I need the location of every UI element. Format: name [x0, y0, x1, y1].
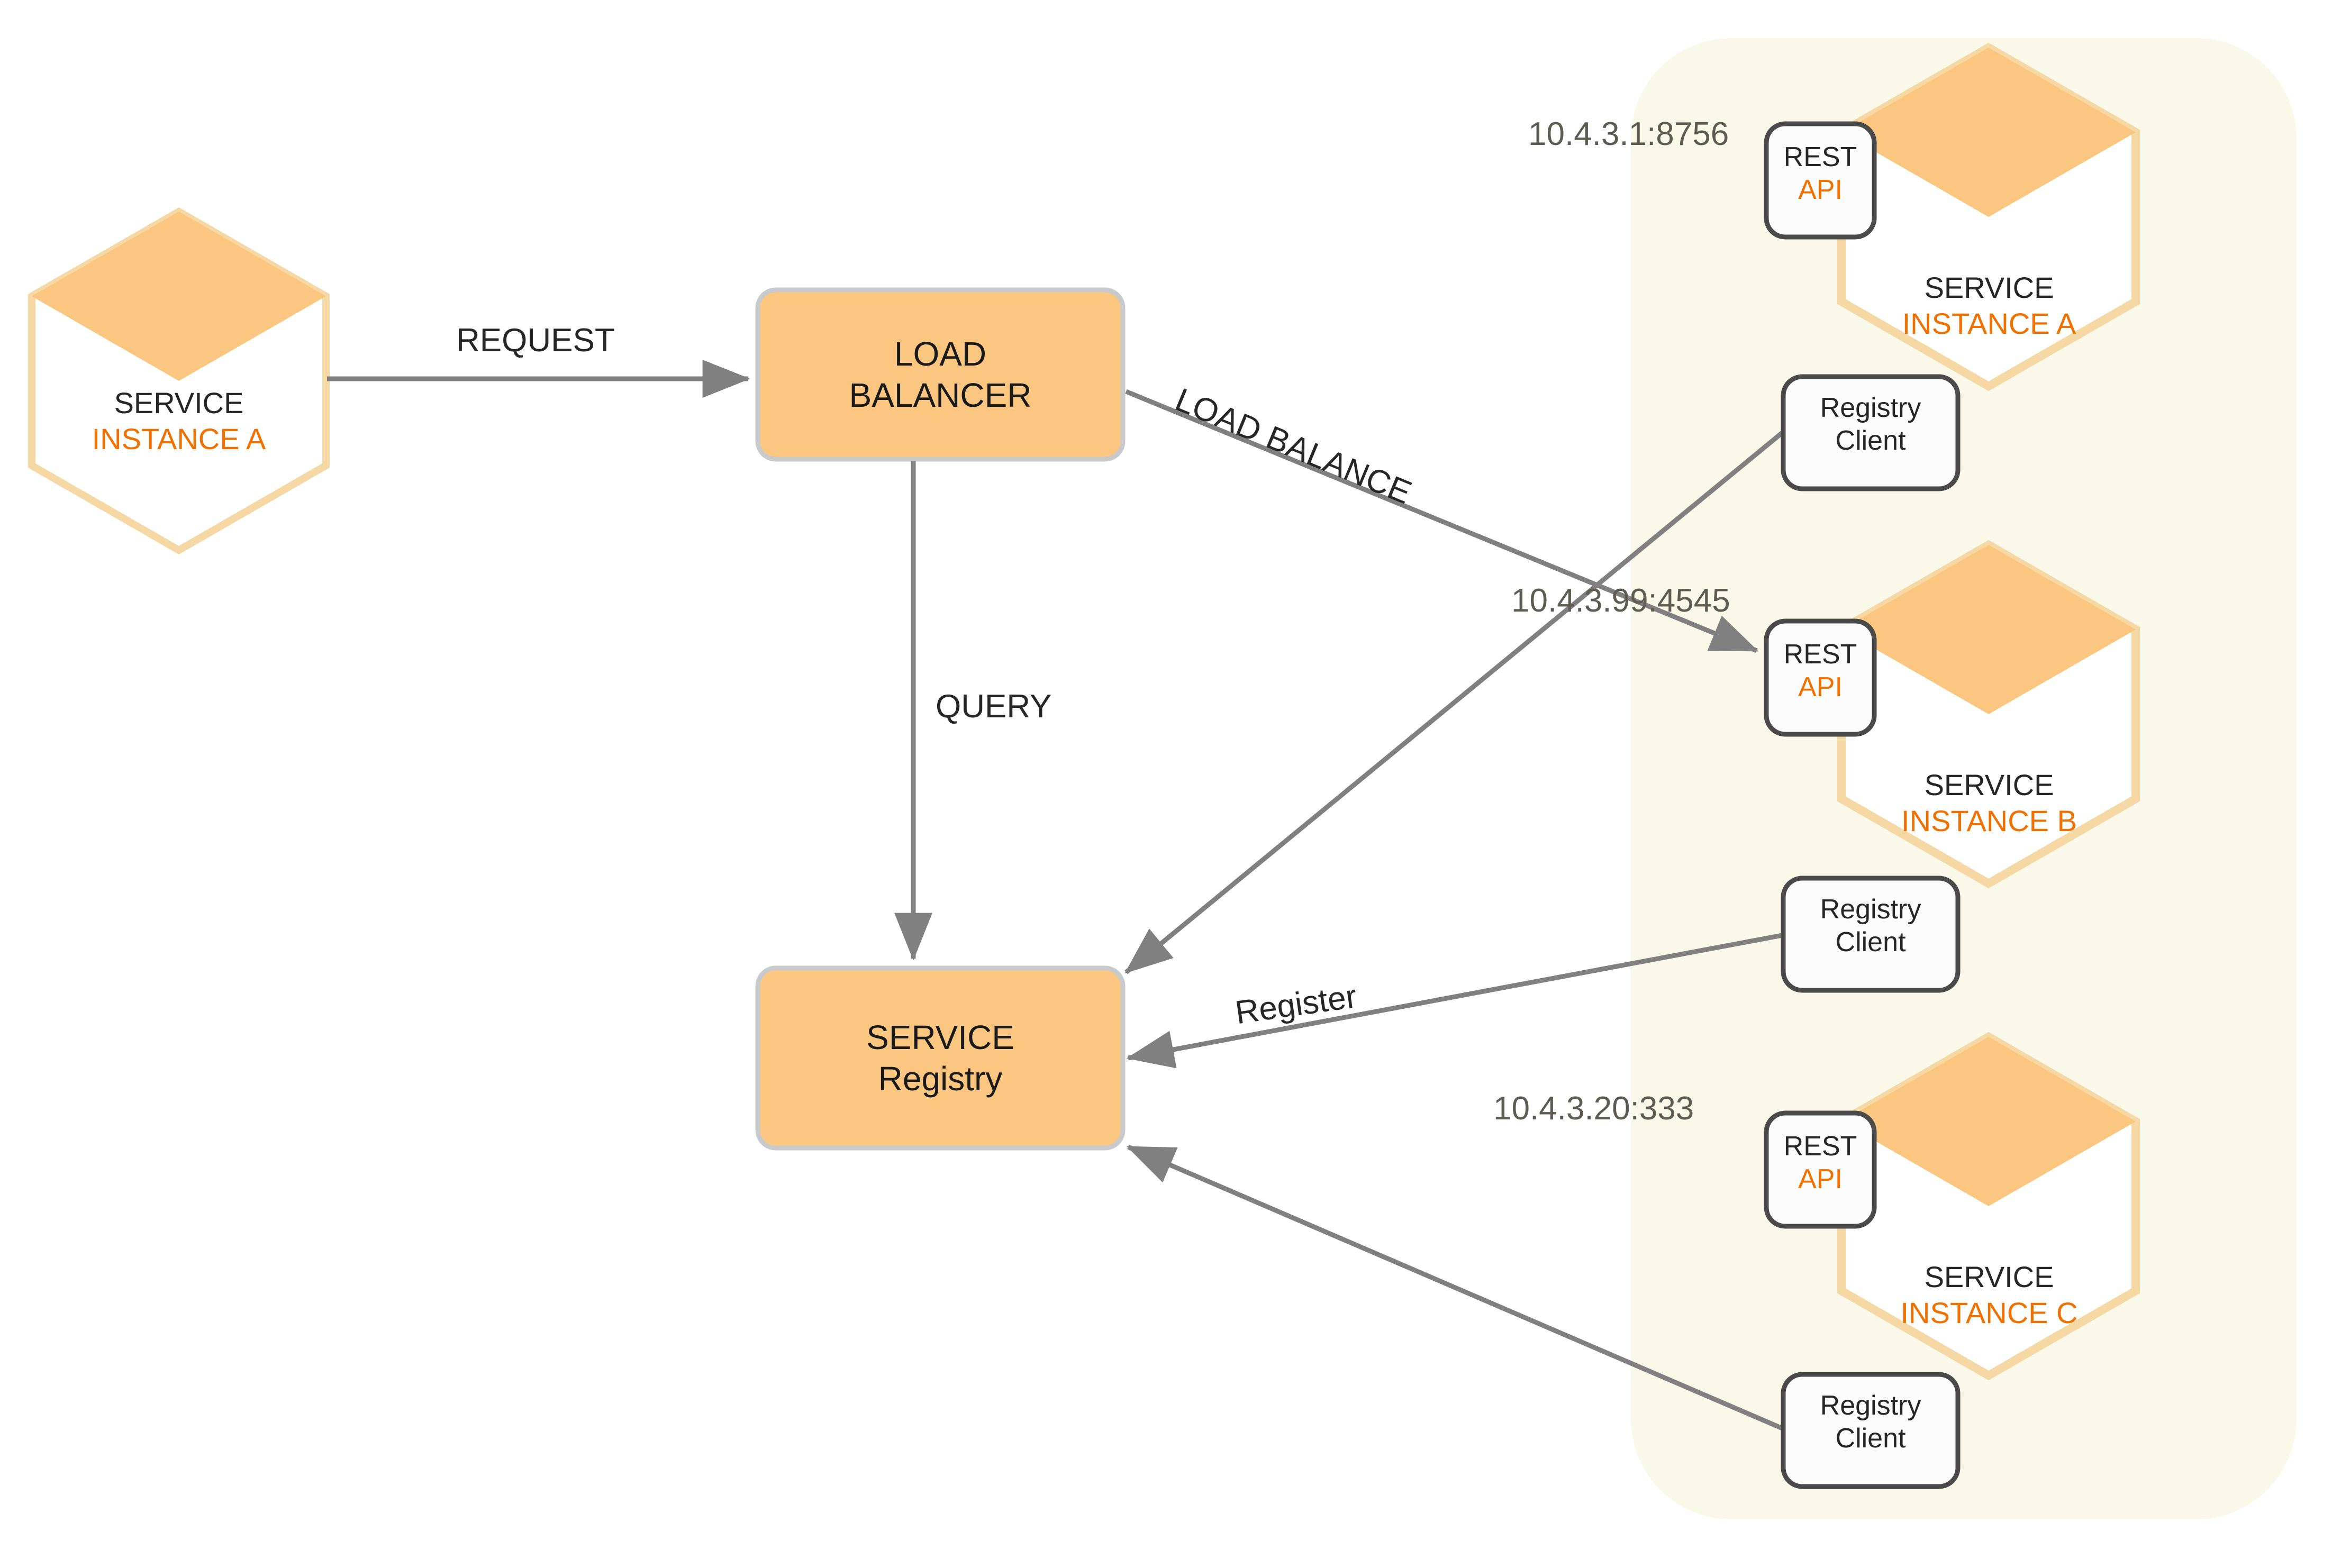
registry-client-line-2-instance-a: Client: [1835, 425, 1906, 457]
edge-load-balance-line: [1125, 389, 1759, 653]
rest-api-label-instance-b: REST API: [1766, 638, 1874, 704]
edge-register-instance-c-line: [1126, 1144, 1783, 1431]
rest-api-card-instance-b[interactable]: [1764, 618, 1877, 737]
service-label-instance-c: SERVICE INSTANCE C: [1845, 1259, 2134, 1332]
address-label-instance-c: 10.4.3.20:333: [1493, 1090, 1694, 1127]
rest-api-card-instance-c[interactable]: [1764, 1110, 1877, 1229]
registry-client-card-instance-a[interactable]: [1781, 374, 1961, 491]
service-line-1-instance-c: SERVICE: [1924, 1260, 2054, 1293]
rest-api-label-instance-a: REST API: [1766, 141, 1874, 207]
registry-client-card-instance-b[interactable]: [1781, 876, 1961, 993]
registry-client-line-2-instance-b: Client: [1835, 927, 1906, 958]
address-label-instance-a: 10.4.3.1:8756: [1528, 116, 1729, 152]
rest-api-card-instance-a[interactable]: [1764, 121, 1877, 240]
service-line-2-instance-a: INSTANCE A: [1902, 307, 2076, 341]
client-instance-line: INSTANCE A: [92, 422, 266, 456]
service-line-2-instance-b: INSTANCE B: [1901, 804, 2077, 838]
edge-label-request: REQUEST: [456, 322, 615, 359]
edge-label-query: QUERY: [936, 688, 1052, 725]
registry-client-label-instance-b: Registry Client: [1783, 893, 1958, 959]
edge-register-instance-a-line: [1124, 431, 1784, 974]
service-instance-c-hexagon: [1837, 1032, 2140, 1381]
registry-client-label-instance-a: Registry Client: [1783, 391, 1958, 458]
rest-api-line-1-instance-a: REST: [1783, 142, 1857, 172]
registry-client-line-1-instance-b: Registry: [1820, 894, 1921, 925]
load-balancer-line-2: BALANCER: [849, 376, 1032, 415]
registry-client-card-instance-c[interactable]: [1781, 1372, 1961, 1489]
edge-register-instance-b-line: [1126, 933, 1783, 1069]
load-balancer-box[interactable]: [755, 287, 1126, 462]
service-line-1-instance-a: SERVICE: [1924, 271, 2054, 304]
registry-client-line-1-instance-c: Registry: [1820, 1390, 1921, 1421]
address-label-instance-b: 10.4.3.99:4545: [1511, 582, 1730, 619]
load-balancer-line-1: LOAD: [894, 335, 987, 373]
rest-api-line-2-instance-a: API: [1798, 175, 1843, 206]
load-balancer-label: LOAD BALANCER: [758, 333, 1123, 416]
service-line-2-instance-c: INSTANCE C: [1900, 1296, 2078, 1330]
registry-client-label-instance-c: Registry Client: [1783, 1389, 1958, 1455]
service-registry-label: SERVICE Registry: [758, 1017, 1123, 1099]
service-line-1-instance-b: SERVICE: [1924, 768, 2054, 801]
service-instance-b-hexagon: [1837, 540, 2140, 889]
rest-api-line-1-instance-b: REST: [1783, 639, 1857, 670]
registry-client-line-1-instance-a: Registry: [1820, 393, 1921, 423]
client-service-line: SERVICE: [114, 386, 244, 420]
rest-api-label-instance-c: REST API: [1766, 1130, 1874, 1196]
service-instance-a-client-label: SERVICE INSTANCE A: [62, 385, 295, 458]
service-label-instance-a: SERVICE INSTANCE A: [1845, 270, 2134, 342]
service-registry-box[interactable]: [755, 965, 1126, 1151]
service-instance-a-client-hexagon: [28, 207, 330, 555]
service-label-instance-b: SERVICE INSTANCE B: [1845, 767, 2134, 840]
service-instance-a-hexagon: [1837, 42, 2140, 391]
rest-api-line-2-instance-b: API: [1798, 672, 1843, 703]
rest-api-line-2-instance-c: API: [1798, 1164, 1843, 1195]
registry-client-line-2-instance-c: Client: [1835, 1423, 1906, 1454]
service-registry-line-2: Registry: [878, 1060, 1003, 1098]
service-registry-line-1: SERVICE: [866, 1018, 1014, 1056]
rest-api-line-1-instance-c: REST: [1783, 1131, 1857, 1162]
